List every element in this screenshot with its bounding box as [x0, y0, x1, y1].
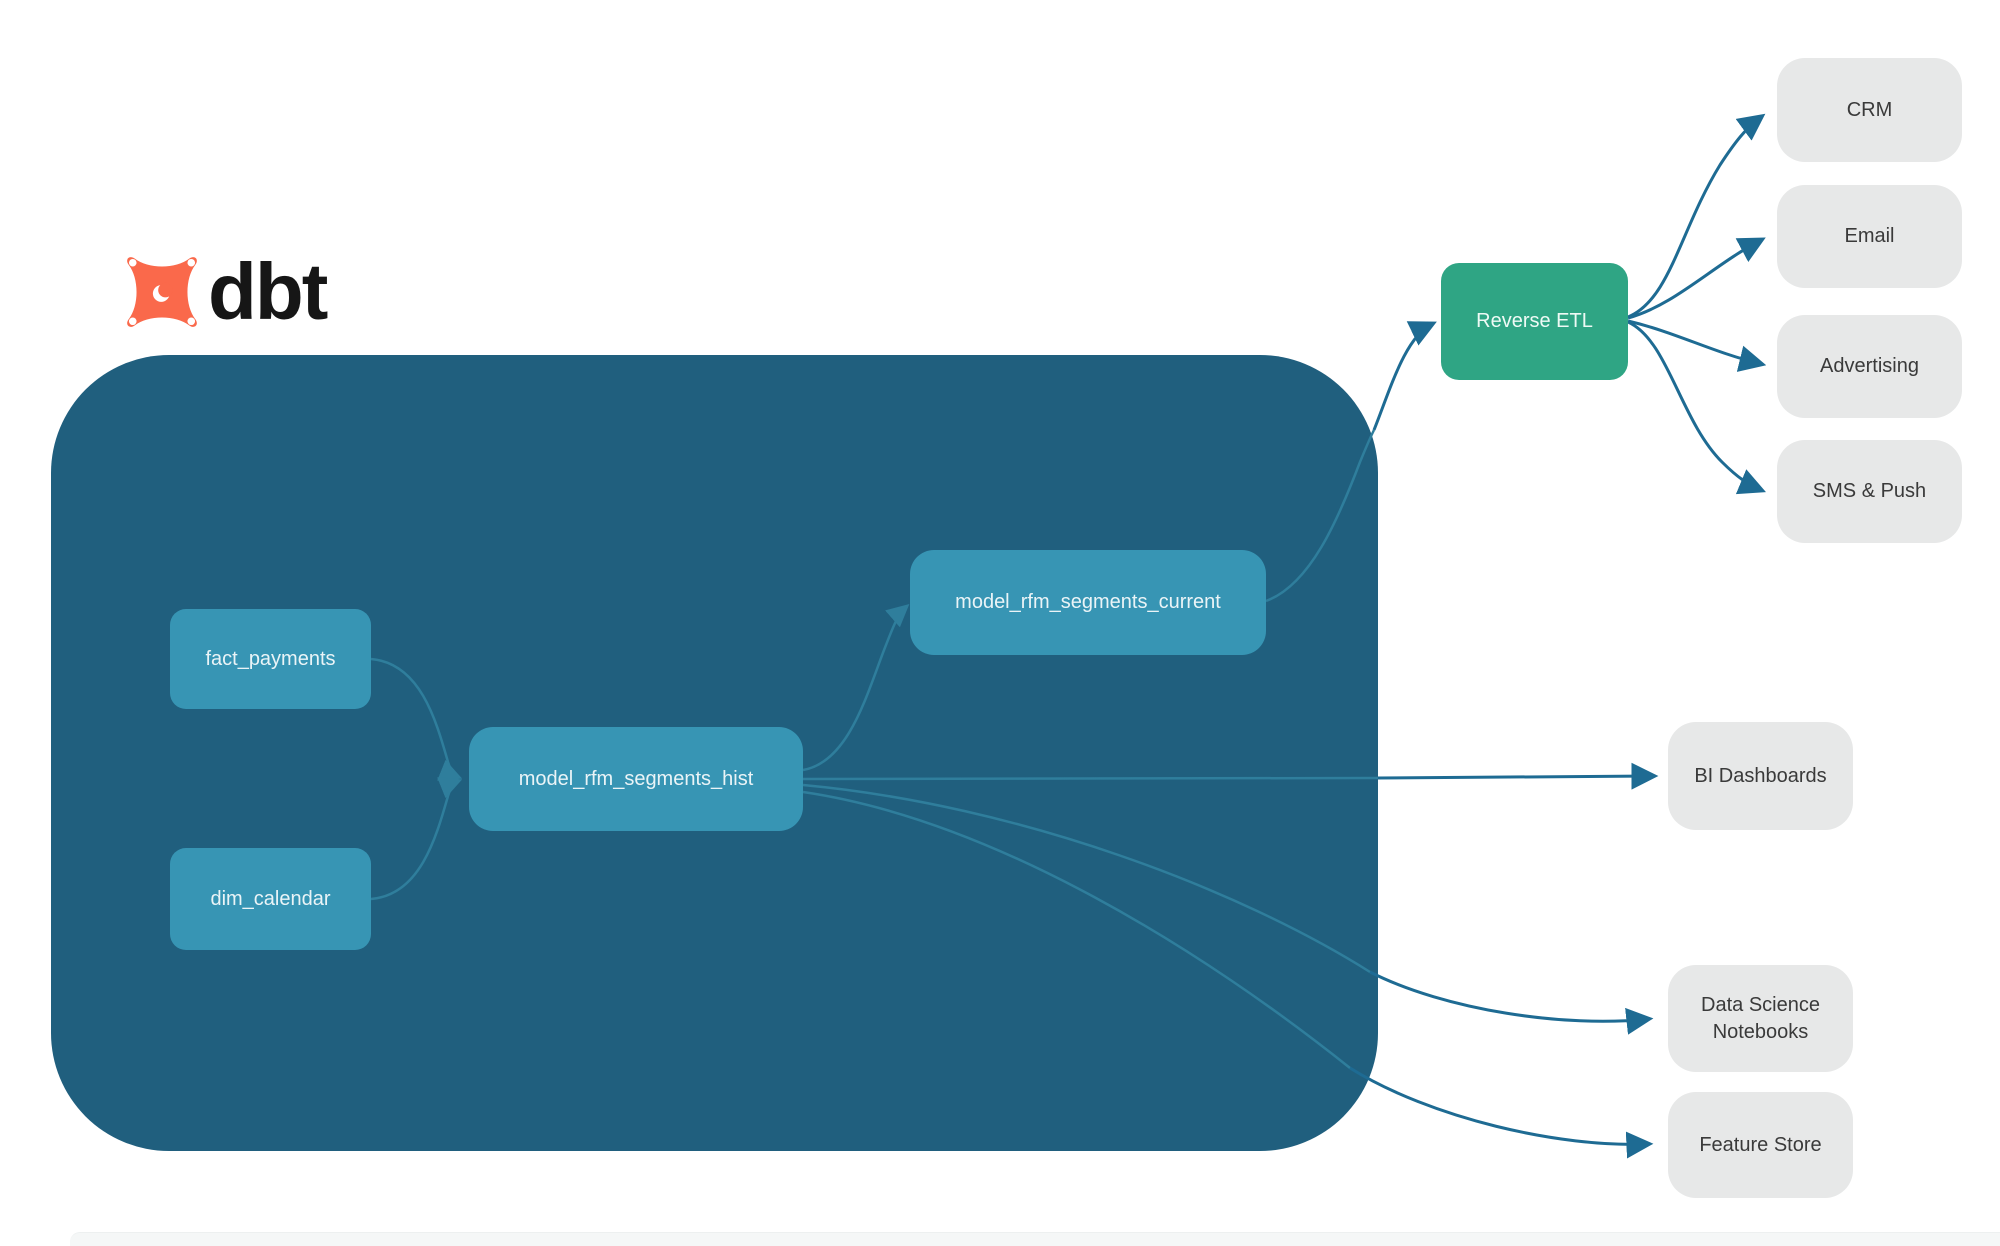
node-bi-dashboards: BI Dashboards [1668, 722, 1853, 830]
node-label: Reverse ETL [1476, 310, 1593, 332]
edge-retl-to-sms [1627, 320, 1766, 495]
edge-hist-to-ds [1369, 970, 1654, 1035]
node-label: fact_payments [205, 647, 336, 670]
edge-hist-to-fs-inside [802, 790, 1351, 1069]
dbt-logo-icon [127, 257, 197, 327]
node-label: dim_calendar [210, 887, 331, 910]
bottom-strip [70, 1232, 2000, 1246]
edge-hist-to-bi-inside [802, 776, 1379, 781]
node-label: model_rfm_segments_hist [518, 767, 754, 790]
node-sms-push: SMS & Push [1777, 440, 1962, 543]
node-label: Feature Store [1699, 1133, 1822, 1156]
node-label: Data Science Notebooks [1701, 993, 1820, 1043]
node-model-rfm-segments-hist: model_rfm_segments_hist [469, 727, 803, 831]
edge-hist-to-current [802, 604, 910, 772]
edge-retl-to-crm [1627, 113, 1766, 319]
edge-current-to-retl-inside [1265, 429, 1376, 603]
node-crm: CRM [1777, 58, 1962, 162]
edge-retl-to-advertising [1627, 319, 1767, 372]
node-email: Email [1777, 185, 1962, 288]
node-label: SMS & Push [1812, 480, 1927, 502]
edge-hist-to-ds-inside [802, 783, 1371, 974]
node-label: CRM [1846, 98, 1893, 121]
dbt-logo: dbt [124, 247, 328, 336]
node-label: Advertising [1820, 355, 1919, 377]
node-data-science-notebooks: Data Science Notebooks [1668, 965, 1853, 1072]
node-label: Email [1844, 225, 1895, 247]
node-model-rfm-segments-current: model_rfm_segments_current [910, 550, 1266, 655]
node-label: model_rfm_segments_current [955, 591, 1221, 613]
edge-hist-to-bi [1377, 762, 1659, 790]
edge-fact-to-hist [370, 657, 463, 781]
edge-current-to-retl [1372, 321, 1437, 431]
dbt-logo-text: dbt [208, 247, 328, 336]
node-feature-store: Feature Store [1668, 1092, 1853, 1198]
edge-hist-to-fs [1349, 1066, 1654, 1159]
edge-dim-to-hist [370, 777, 463, 901]
node-label: BI Dashboards [1694, 764, 1827, 787]
edge-retl-to-email [1627, 237, 1766, 320]
node-dim-calendar: dim_calendar [170, 848, 371, 950]
node-fact-payments: fact_payments [170, 609, 371, 709]
node-reverse-etl: Reverse ETL [1441, 263, 1628, 380]
node-advertising: Advertising [1777, 315, 1962, 418]
